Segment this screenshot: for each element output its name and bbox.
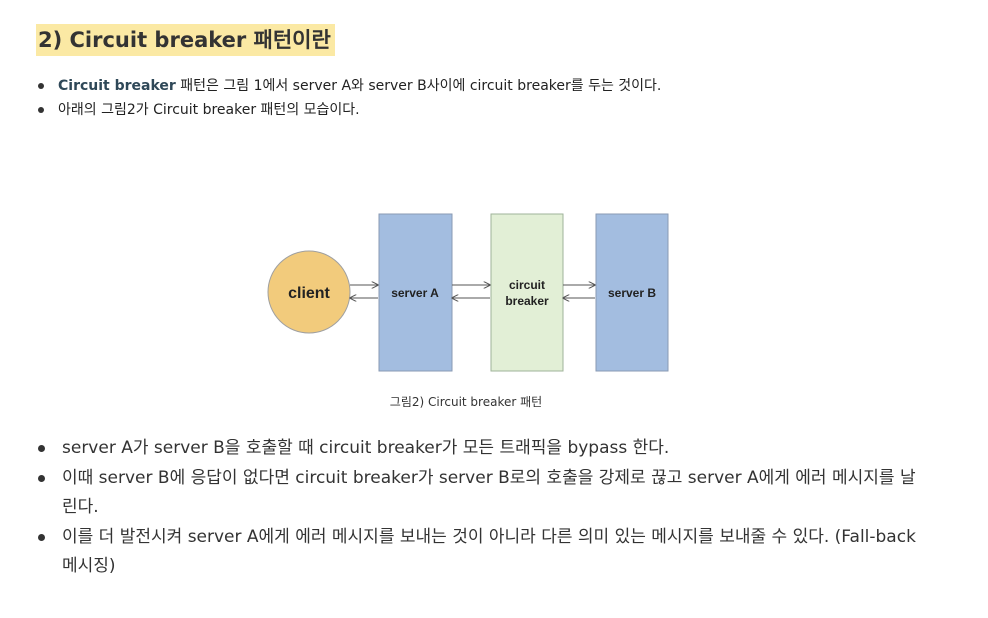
server-a-label: server A xyxy=(391,286,439,300)
details-list: server A가 server B을 호출할 때 circuit breake… xyxy=(36,434,916,582)
circuit-breaker-diagram: client server A circuit breaker server B xyxy=(267,213,669,372)
list-item: server A가 server B을 호출할 때 circuit breake… xyxy=(36,434,916,463)
figure-caption: 그림2) Circuit breaker 패턴 xyxy=(389,395,543,409)
client-label: client xyxy=(288,285,330,302)
client-node xyxy=(267,250,351,334)
list-item: Circuit breaker 패턴은 그림 1에서 server A와 ser… xyxy=(36,74,661,98)
highlight-term: Circuit breaker xyxy=(58,78,176,94)
list-item: 이때 server B에 응답이 없다면 circuit breaker가 se… xyxy=(36,464,916,522)
list-item-text: 아래의 그림2가 Circuit breaker 패턴의 모습이다. xyxy=(58,102,360,118)
section-heading: 2) Circuit breaker 패턴이란 xyxy=(36,24,335,56)
server-b-label: server B xyxy=(608,286,656,300)
server-a-node xyxy=(378,213,453,372)
circuit-breaker-node xyxy=(490,213,564,372)
list-item-text: 패턴은 그림 1에서 server A와 server B사이에 circuit… xyxy=(175,78,662,94)
breaker-label-line1: circuit xyxy=(509,278,545,292)
breaker-label-line2: breaker xyxy=(505,294,549,308)
server-b-node xyxy=(595,213,669,372)
intro-list: Circuit breaker 패턴은 그림 1에서 server A와 ser… xyxy=(36,74,661,122)
list-item: 이를 더 발전시켜 server A에게 에러 메시지를 보내는 것이 아니라 … xyxy=(36,523,916,581)
list-item: 아래의 그림2가 Circuit breaker 패턴의 모습이다. xyxy=(36,98,661,122)
